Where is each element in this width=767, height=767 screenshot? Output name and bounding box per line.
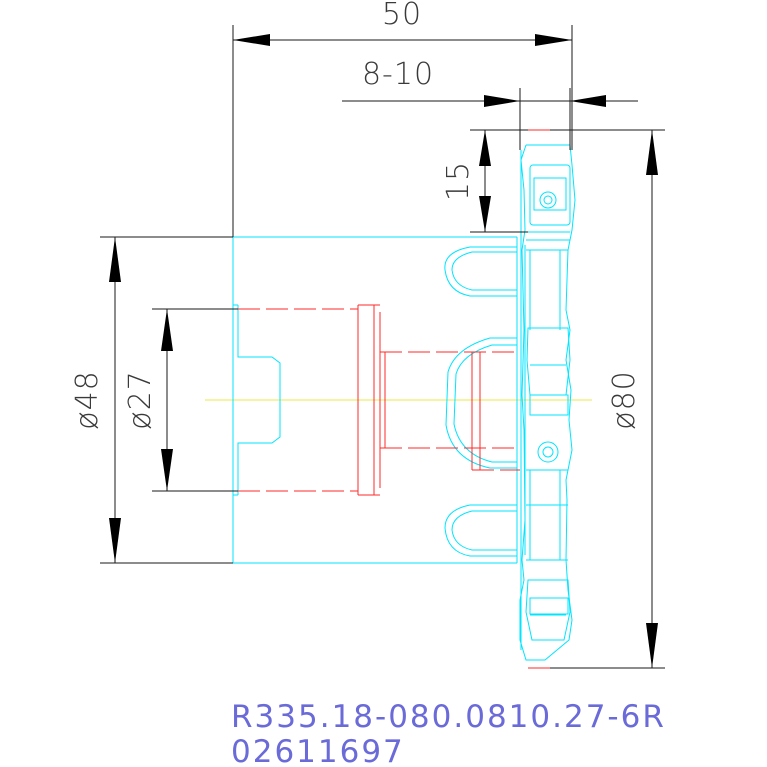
dim-15-label: 15 (441, 161, 476, 201)
dimension-bore-diameter: ø27 (123, 308, 238, 492)
dim-50-label: 50 (382, 0, 422, 32)
part-number: 02611697 (231, 734, 405, 767)
dim-80-label: ø80 (607, 370, 642, 430)
dimension-overall-length: 50 (232, 0, 573, 237)
hidden-lines (238, 129, 550, 669)
dimension-shank-diameter: ø48 (70, 236, 233, 564)
inserts (525, 164, 571, 641)
dimension-insert-range: 8-10 (342, 57, 638, 150)
dimension-tooth-height: 15 (441, 129, 528, 233)
chip-flutes (444, 246, 517, 557)
part-code: R335.18-080.0810.27-6R (231, 699, 666, 735)
dim-27-label: ø27 (123, 370, 158, 430)
dim-8-10-label: 8-10 (362, 57, 434, 92)
dimension-cutter-diameter: ø80 (550, 129, 665, 669)
cutter-body (232, 144, 576, 661)
dim-48-label: ø48 (70, 370, 105, 430)
